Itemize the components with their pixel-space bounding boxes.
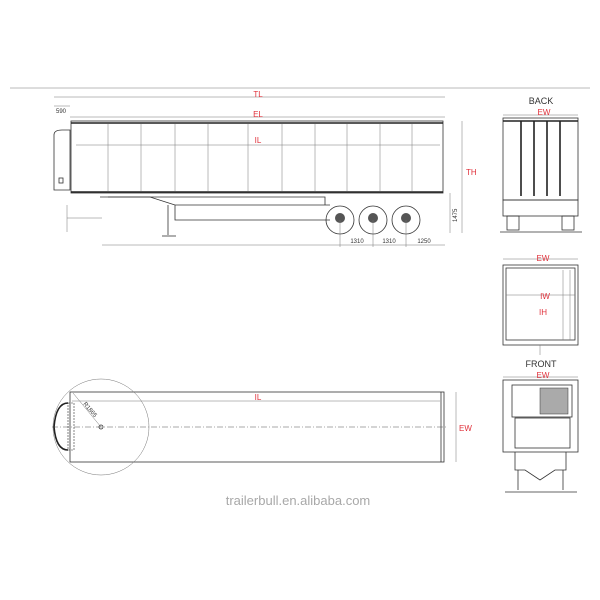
swing-radius-circle	[52, 378, 150, 476]
watermark: trailerbull.en.alibaba.com	[226, 493, 371, 508]
landing-gear	[514, 452, 567, 481]
top-view: IL R1865 EW	[52, 378, 472, 476]
axle-spacing-1: 1310	[350, 239, 364, 245]
back-view: BACK EW	[500, 96, 582, 233]
iw-label: IW	[540, 292, 550, 301]
section-view: EW IW IH	[502, 254, 579, 355]
ih-label: IH	[539, 308, 547, 317]
tractor-top-outline	[53, 402, 69, 451]
tl-label: TL	[253, 90, 263, 99]
rear-overhang-label: 1250	[417, 239, 431, 245]
el-label: EL	[253, 110, 263, 119]
front-view: FRONT EW	[502, 359, 579, 493]
height-dim-label: 1475	[453, 208, 459, 222]
top-il-label: IL	[255, 393, 262, 402]
th-label: TH	[466, 168, 477, 177]
wheel-hub	[335, 213, 345, 223]
front-overhang-label: 590	[56, 109, 67, 115]
curtain-panels	[107, 124, 413, 191]
wheel-hub	[401, 213, 411, 223]
il-label: IL	[255, 136, 262, 145]
reefer-unit	[511, 384, 573, 418]
wheel-hub	[368, 213, 378, 223]
front-title: FRONT	[526, 359, 557, 369]
top-ew-label: EW	[459, 424, 472, 433]
radius-label: R1865	[81, 401, 97, 419]
back-ew-label: EW	[538, 108, 551, 117]
back-title: BACK	[529, 96, 554, 106]
trailer-body	[70, 120, 444, 194]
tractor-cab-outline	[53, 129, 71, 191]
side-view: TL 590 EL IL 1310 1310 1250 1475 TH	[53, 90, 477, 247]
section-ew-label: EW	[537, 254, 550, 263]
front-ew-label: EW	[537, 371, 550, 380]
axle-spacing-2: 1310	[382, 239, 396, 245]
chassis	[100, 196, 330, 221]
